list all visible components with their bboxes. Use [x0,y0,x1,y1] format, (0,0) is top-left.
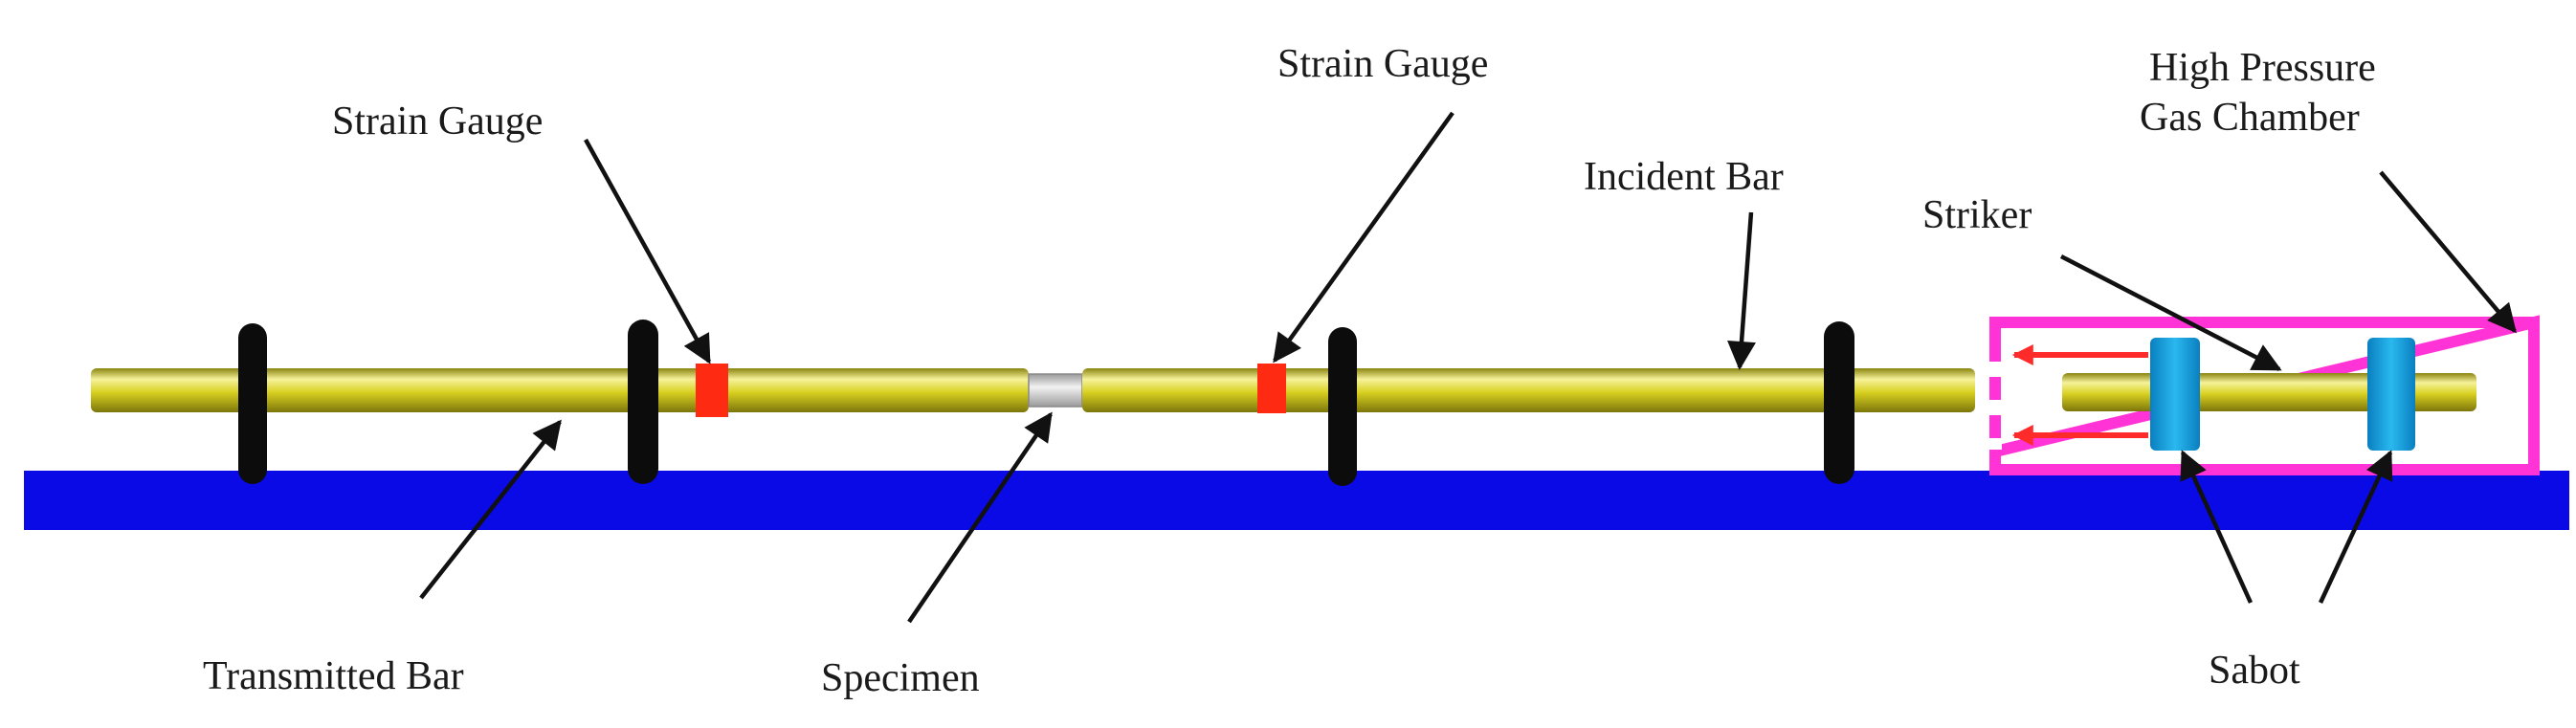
label-strain-gauge-left: Strain Gauge [332,99,543,143]
support-2 [628,320,658,484]
chamber-gap-3 [1988,438,2002,450]
arrow-strain-gauge-right [1273,111,1455,364]
incident-bar [1082,368,1975,412]
support-3 [1328,327,1357,486]
label-sabot: Sabot [2209,649,2300,693]
specimen [1028,373,1083,408]
label-striker: Striker [1922,193,2032,237]
base-platform [24,471,2569,530]
gas-chamber [1989,315,2540,475]
arrow-striker [2059,254,2282,371]
label-strain-gauge-right: Strain Gauge [1277,42,1488,86]
label-high-pressure-line2: Gas Chamber [2140,96,2360,140]
arrow-strain-gauge-left [584,138,711,364]
arrow-sabot-right [2318,450,2393,604]
chamber-gap-1 [1988,362,2002,377]
support-1 [238,323,267,484]
arrow-transmitted-bar [419,419,562,600]
label-incident-bar: Incident Bar [1584,155,1784,199]
arrow-incident-bar [1727,211,1756,370]
arrow-specimen [907,411,1053,624]
strain-gauge-left-marker [696,364,728,417]
label-high-pressure-line1: High Pressure [2149,46,2376,90]
transmitted-bar [91,368,1029,412]
label-specimen: Specimen [821,656,980,700]
arrow-sabot-left [2180,450,2254,604]
chamber-gap-2 [1988,400,2002,415]
arrow-high-pressure [2379,170,2517,334]
support-4 [1824,321,1854,484]
sabot-right [2367,338,2415,451]
label-transmitted-bar: Transmitted Bar [203,654,464,698]
strain-gauge-right-marker [1257,364,1286,413]
sabot-left [2150,338,2200,451]
